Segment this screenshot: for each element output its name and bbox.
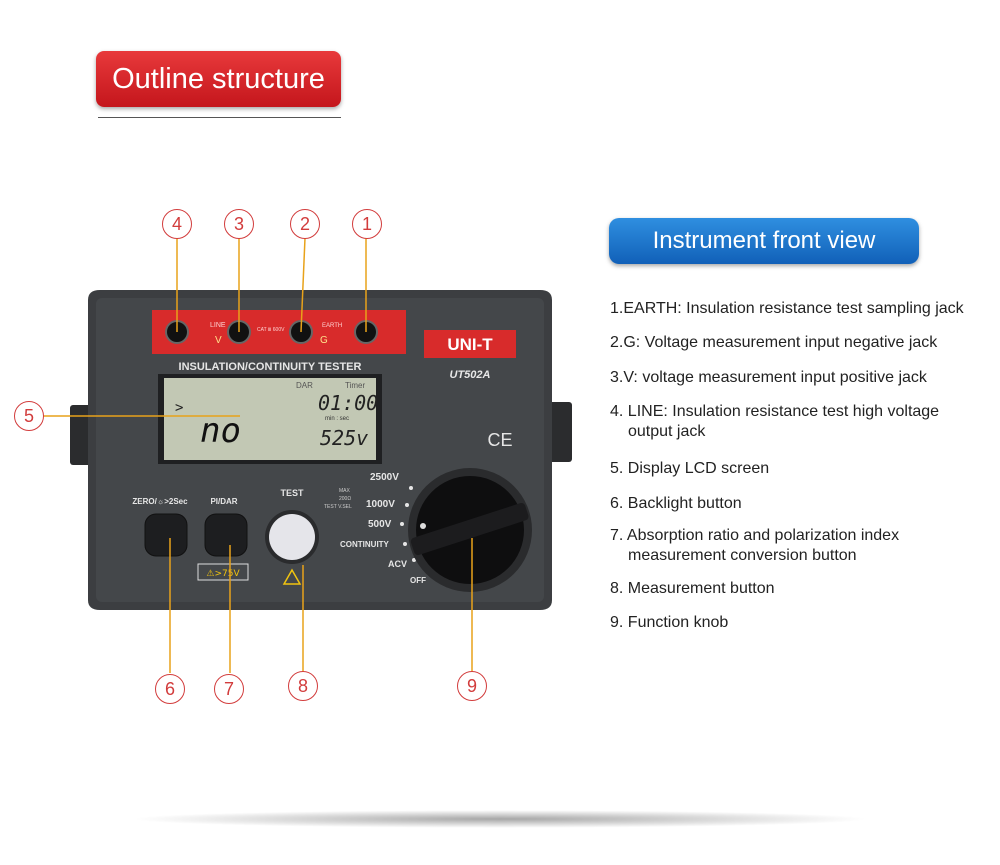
desc-line: 4. LINE: Insulation resistance test high… bbox=[610, 402, 939, 442]
desc-lcd: 5. Display LCD screen bbox=[610, 459, 769, 479]
knob-off: OFF bbox=[410, 576, 426, 585]
lcd-timer: Timer bbox=[345, 381, 365, 390]
knob-dot-500v bbox=[400, 522, 404, 526]
knob-test-sel: TEST V.SEL bbox=[324, 504, 352, 510]
warning-box bbox=[197, 563, 249, 581]
jack-earth-label: EARTH bbox=[322, 323, 342, 329]
callout-4: 4 bbox=[162, 209, 192, 239]
bottom-shadow bbox=[130, 810, 870, 828]
desc-measure-text: 8. Measurement button bbox=[610, 580, 775, 597]
knob-dot-2500v bbox=[409, 486, 413, 490]
desc-pi-dar: 7. Absorption ratio and polarization ind… bbox=[610, 526, 899, 566]
desc-v: 3.V: voltage measurement input positive … bbox=[610, 368, 927, 388]
callout-2: 2 bbox=[290, 209, 320, 239]
desc-v-text: 3.V: voltage measurement input positive … bbox=[610, 369, 927, 386]
knob-dot-1000v bbox=[405, 503, 409, 507]
brand-logo: UNI-T bbox=[447, 335, 493, 354]
desc-measure: 8. Measurement button bbox=[610, 579, 775, 599]
knob-1000v: 1000V bbox=[366, 499, 395, 510]
callout-5: 5 bbox=[14, 401, 44, 431]
warning-label: ⚠>75V bbox=[206, 569, 240, 579]
callout-3: 3 bbox=[224, 209, 254, 239]
desc-g: 2.G: Voltage measurement input negative … bbox=[610, 333, 937, 353]
test-button[interactable] bbox=[269, 514, 315, 560]
jack-v-label: V bbox=[215, 335, 222, 346]
knob-500v: 500V bbox=[368, 519, 392, 530]
desc-line-text-cont: output jack bbox=[628, 423, 706, 440]
brand-plate bbox=[424, 330, 516, 358]
lcd-dar: DAR bbox=[296, 381, 313, 390]
callout-6: 6 bbox=[155, 674, 185, 704]
callout-lines bbox=[43, 237, 473, 673]
callout-7: 7 bbox=[214, 674, 244, 704]
callout-8: 8 bbox=[288, 671, 318, 701]
desc-earth: 1.EARTH: Insulation resistance test samp… bbox=[610, 299, 964, 319]
jack-cat-label: CAT Ⅲ 600V bbox=[257, 327, 285, 333]
lcd-main-reading: no bbox=[200, 411, 241, 451]
desc-g-text: 2.G: Voltage measurement input negative … bbox=[610, 334, 938, 351]
pi-dar-label: PI/DAR bbox=[210, 497, 237, 506]
desc-knob: 9. Function knob bbox=[610, 613, 728, 633]
knob-dot-continuity bbox=[403, 542, 407, 546]
test-warning-icon bbox=[282, 568, 302, 585]
knob-dot-acv bbox=[412, 558, 416, 562]
lcd-screen bbox=[164, 378, 376, 460]
desc-backlight-text: 6. Backlight button bbox=[610, 495, 742, 512]
desc-backlight: 6. Backlight button bbox=[610, 494, 742, 514]
desc-pi-dar-text-cont: measurement conversion button bbox=[628, 547, 857, 564]
desc-earth-text: 1.EARTH: Insulation resistance test samp… bbox=[610, 300, 964, 317]
lcd-arrow: > bbox=[175, 400, 183, 416]
callout-9: 9 bbox=[457, 671, 487, 701]
jack-g-label: G bbox=[320, 335, 328, 346]
front-view-title: Instrument front view bbox=[609, 218, 919, 264]
zero-label: ZERO/☼>2Sec bbox=[132, 497, 188, 506]
knob-acv: ACV bbox=[388, 559, 407, 569]
backlight-button[interactable] bbox=[144, 513, 188, 557]
desc-pi-dar-text: 7. Absorption ratio and polarization ind… bbox=[610, 527, 900, 544]
desc-knob-text: 9. Function knob bbox=[610, 614, 729, 631]
model-label: UT502A bbox=[450, 369, 491, 381]
title-divider bbox=[98, 117, 341, 118]
panel-label: INSULATION/CONTINUITY TESTER bbox=[179, 361, 362, 373]
knob-continuity: CONTINUITY bbox=[340, 540, 390, 549]
test-label: TEST bbox=[280, 488, 304, 498]
lcd-time-unit: min : sec bbox=[325, 416, 349, 422]
jack-line-label: LINE bbox=[210, 322, 226, 329]
outline-title: Outline structure bbox=[96, 51, 341, 107]
lcd-voltage: 525v bbox=[320, 426, 368, 450]
lcd-time: 01:00 bbox=[318, 391, 378, 415]
ce-mark: CE bbox=[487, 430, 512, 450]
desc-line-text: 4. LINE: Insulation resistance test high… bbox=[610, 403, 940, 420]
knob-max-value: 200Ω bbox=[339, 496, 351, 502]
knob-grip bbox=[410, 502, 529, 556]
knob-max: MAX bbox=[339, 488, 351, 494]
knob-2500v: 2500V bbox=[370, 472, 399, 483]
knob-pointer bbox=[420, 523, 426, 529]
desc-lcd-text: 5. Display LCD screen bbox=[610, 460, 770, 477]
pi-dar-button[interactable] bbox=[204, 513, 248, 557]
callout-1: 1 bbox=[352, 209, 382, 239]
